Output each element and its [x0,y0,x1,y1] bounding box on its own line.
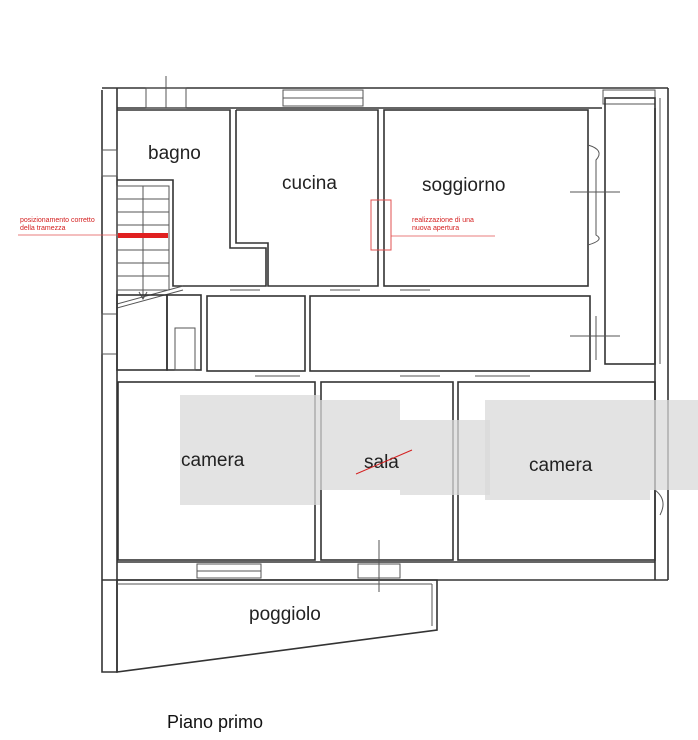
balcony [116,540,438,673]
corridor-rooms [116,289,620,372]
upper-rooms [117,97,661,365]
sala-strike-line [355,449,413,475]
room-label-soggiorno: soggiorno [422,175,505,196]
partition-note-line2: della tramezza [20,225,66,232]
staircase [116,185,184,309]
room-label-camera-right: camera [529,455,593,476]
room-label-cucina: cucina [282,173,337,194]
blurred-areas [180,395,698,505]
opening-note-line1: realizzazione di una [412,217,474,224]
opening-note-line2: nuova apertura [412,225,459,232]
floor-caption: Piano primo [167,712,263,732]
left-windows [101,149,118,355]
room-label-poggiolo: poggiolo [249,604,321,625]
room-label-bagno: bagno [148,143,201,164]
top-windows [145,76,656,109]
annotation-opening: realizzazione di una nuova apertura [370,199,495,251]
partition-note-line1: posizionamento corretto [20,217,95,224]
room-label-camera-left: camera [181,450,245,471]
annotation-partition: posizionamento corretto della tramezza [18,217,168,238]
